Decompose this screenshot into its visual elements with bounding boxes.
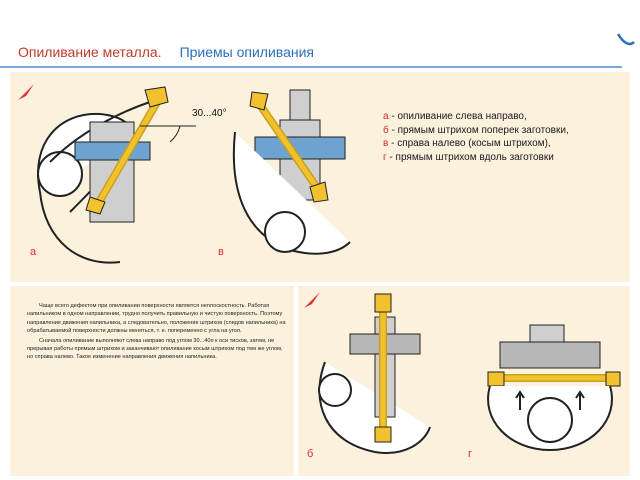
red-swoosh-icon xyxy=(18,84,34,100)
legend-item: в - справа налево (косым штрихом), xyxy=(383,138,551,149)
title-underline xyxy=(0,66,622,68)
explanation-text: Чаще всего дефектом при опиливании повер… xyxy=(27,302,287,363)
title-sub: Приемы опиливания xyxy=(179,44,314,60)
figure-label-g: г xyxy=(468,448,473,460)
top-bar xyxy=(0,0,640,38)
title-main: Опиливание металла. xyxy=(18,44,162,60)
figure-label-v: в xyxy=(218,246,224,258)
slide-title: Опиливание металла. Приемы опиливания xyxy=(18,44,314,62)
figure-b xyxy=(318,293,431,454)
legend-item: б - прямым штрихом поперек заготовки, xyxy=(383,124,569,136)
figure-g xyxy=(487,324,621,452)
paragraph-1: Чаще всего дефектом при опиливании повер… xyxy=(27,303,286,335)
figure-a xyxy=(37,86,196,264)
figure-label-a: а xyxy=(30,246,37,258)
figure-v xyxy=(232,89,351,255)
paragraph-2: Сначала опиливание выполняют слева напра… xyxy=(27,337,283,361)
figure-label-b: б xyxy=(307,448,314,460)
corner-swoosh-icon xyxy=(616,33,635,46)
legend: а - опиливание слева направо, б - прямым… xyxy=(383,110,569,164)
legend-item: а - опиливание слева направо, xyxy=(383,111,527,122)
angle-label: 30...40° xyxy=(192,108,227,119)
legend-item: г - прямым штрихом вдоль заготовки xyxy=(383,151,554,163)
red-swoosh-icon xyxy=(304,292,320,308)
text-panel xyxy=(10,286,294,476)
